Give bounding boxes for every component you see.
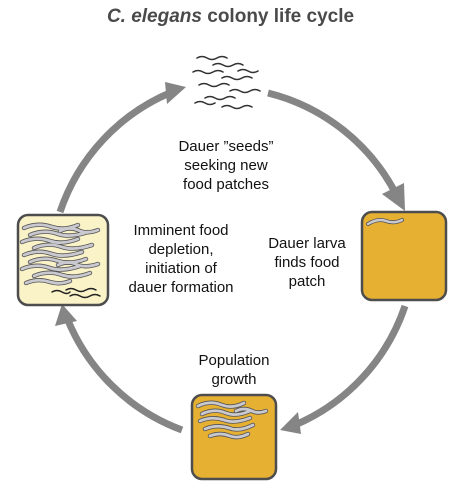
dauer-seeds-icon [192, 55, 261, 110]
label-depletion-line-3: initiation of [145, 260, 217, 277]
growing-population-worms [195, 400, 269, 440]
arrow-top-right [267, 89, 401, 198]
arrow-left-top [56, 88, 174, 214]
label-depletion-line-1: Imminent food [133, 222, 229, 239]
label-dauer-seeds: Dauer ”seeds” seeking new food patches [160, 137, 292, 194]
label-dauer-seeds-line-3: food patches [183, 176, 269, 193]
label-depletion: Imminent food depletion, initiation of d… [118, 221, 244, 297]
title-rest: colony life cycle [201, 6, 355, 27]
diagram-title: C. elegans colony life cycle [0, 6, 461, 28]
label-growth-line-1: Population [198, 352, 270, 369]
food-patch-box-right [360, 210, 448, 302]
arrowhead-left-top [165, 82, 186, 104]
arrowhead-right-bottom [280, 412, 301, 434]
label-growth-line-2: growth [211, 371, 257, 388]
crowded-worms [19, 222, 101, 299]
dauer-larva-worm-body [366, 218, 404, 226]
arrow-bottom-left [63, 316, 184, 434]
arrowhead-bottom-left [55, 304, 77, 326]
label-finds-patch: Dauer larva finds food patch [258, 234, 356, 291]
title-species: C. elegans [106, 6, 202, 27]
arrowhead-top-right [382, 183, 405, 211]
label-growth: Population growth [176, 351, 292, 389]
arrow-right-bottom [293, 304, 409, 429]
label-finds-patch-line-1: Dauer larva [268, 235, 346, 252]
label-depletion-line-2: depletion, [148, 241, 214, 258]
label-finds-patch-line-3: patch [288, 273, 326, 290]
label-depletion-line-4: dauer formation [128, 279, 234, 296]
label-dauer-seeds-line-2: seeking new [184, 157, 268, 174]
label-dauer-seeds-line-1: Dauer ”seeds” [178, 138, 274, 155]
label-finds-patch-line-2: finds food [274, 254, 340, 271]
